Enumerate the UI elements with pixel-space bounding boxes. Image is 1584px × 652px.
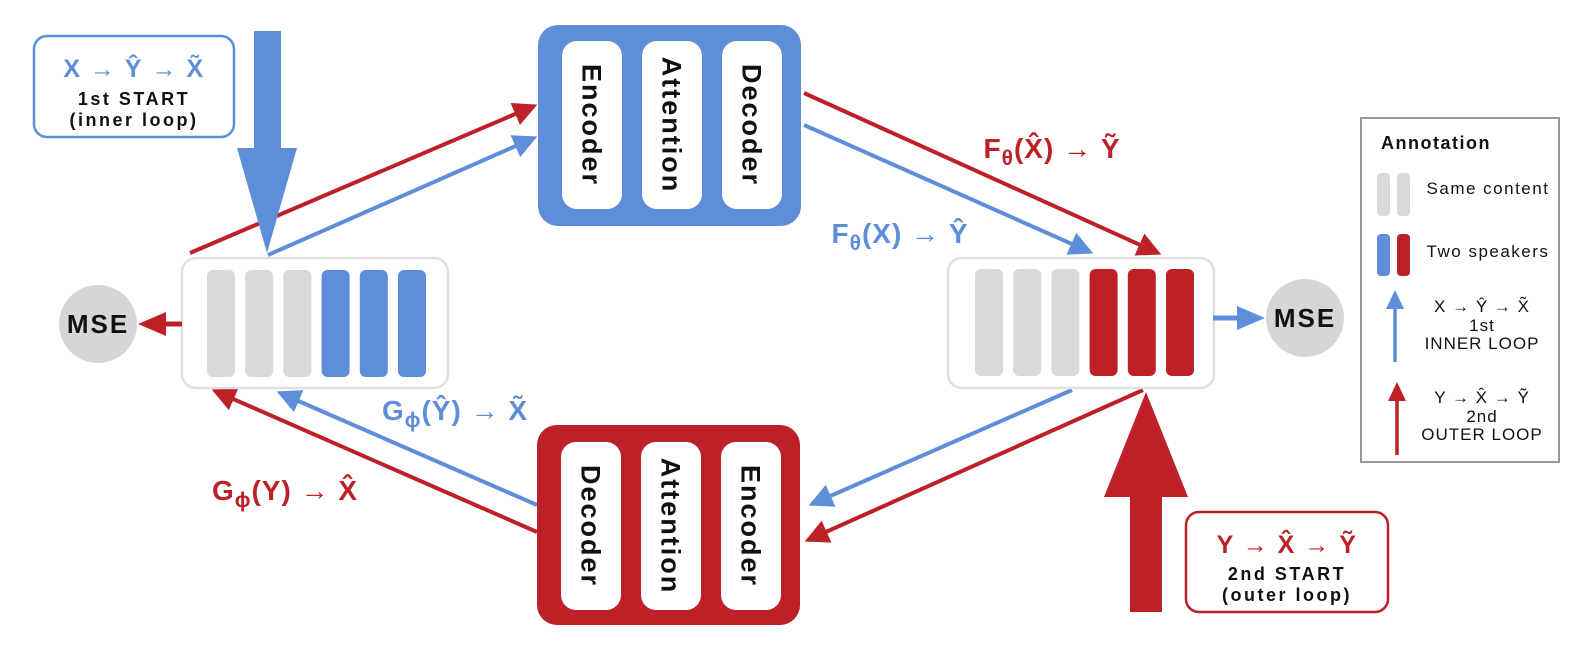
left-stack-bar-blue bbox=[398, 270, 426, 377]
top-decoder-module bbox=[722, 41, 782, 209]
bottom-decoder-label: Decoder bbox=[576, 465, 606, 587]
top-seq2seq-block: Encoder Attention Decoder bbox=[538, 25, 801, 226]
bottom-encoder-module bbox=[721, 442, 781, 610]
mse-left-label: MSE bbox=[67, 309, 129, 339]
bottom-encoder-label: Encoder bbox=[736, 465, 766, 587]
outer-loop-start-box: Y → X̂ → Ỹ 2nd START (outer loop) bbox=[1184, 510, 1390, 614]
legend-border bbox=[1360, 117, 1560, 463]
top-decoder-label: Decoder bbox=[737, 64, 767, 186]
mse-left-circle bbox=[59, 285, 137, 363]
outer-loop-arrow-leftstack-to-encoder bbox=[189, 102, 538, 255]
inner-loop-arrow-decoder-to-leftstack bbox=[276, 390, 538, 507]
mse-right-label: MSE bbox=[1274, 303, 1336, 333]
outer-start-box-border bbox=[1184, 510, 1390, 614]
left-stack-bar-gray bbox=[207, 270, 235, 377]
inner-start-title: 1st START bbox=[78, 89, 190, 109]
left-stack-bar-gray bbox=[245, 270, 274, 377]
right-stack-bar-gray bbox=[975, 269, 1003, 376]
legend-two-speakers-label: Two speakers bbox=[1427, 242, 1550, 261]
legend-inner-loop-sequence: X → Ŷ → X̃ bbox=[1434, 296, 1530, 316]
bottom-attention-module bbox=[641, 442, 701, 610]
inner-loop-start-arrow bbox=[237, 31, 297, 253]
top-encoder-label: Encoder bbox=[577, 64, 607, 186]
legend-outer-loop-name: OUTER LOOP bbox=[1421, 425, 1542, 444]
right-stack-bar-red bbox=[1127, 269, 1156, 376]
outer-loop-arrow-decoder-to-leftstack bbox=[211, 388, 538, 534]
bottom-attention-label: Attention bbox=[656, 458, 686, 594]
left-feature-stack-bars bbox=[207, 270, 426, 377]
bottom-decoder-module bbox=[561, 442, 621, 610]
legend-same-content-label: Same content bbox=[1427, 179, 1550, 198]
left-stack-bar-blue bbox=[359, 270, 388, 377]
right-stack-bar-gray bbox=[1013, 269, 1042, 376]
right-stack-bar-red bbox=[1089, 269, 1118, 376]
outer-start-sequence: Y → X̂ → Ỹ bbox=[1217, 529, 1358, 559]
legend: Annotation Same content Two speakers X →… bbox=[1360, 117, 1560, 463]
mse-left-arrow-head bbox=[138, 312, 166, 336]
g-phi-outer-label: Gϕ(Y) → X̂ bbox=[212, 474, 358, 512]
inner-loop-arrow-decoder-to-rightstack bbox=[803, 123, 1094, 255]
two-speakers-red-swatch-icon bbox=[1397, 234, 1410, 276]
legend-outer-loop-arrow-head bbox=[1388, 382, 1406, 401]
top-attention-label: Attention bbox=[657, 57, 687, 193]
top-attention-module bbox=[642, 41, 702, 209]
outer-start-title: 2nd START bbox=[1228, 564, 1346, 584]
right-stack-bar-gray bbox=[1051, 269, 1080, 376]
same-content-swatch-icon bbox=[1397, 173, 1410, 216]
left-stack-bar-blue bbox=[321, 270, 350, 377]
left-stack-bar-gray bbox=[283, 270, 312, 377]
same-content-swatch-icon bbox=[1377, 173, 1390, 216]
outer-loop-start-arrow bbox=[1104, 392, 1188, 612]
inner-start-sequence: X → Ŷ → X̃ bbox=[63, 53, 204, 83]
right-feature-stack-bars bbox=[975, 269, 1194, 376]
inner-start-box-border bbox=[32, 34, 236, 139]
mse-right-arrow-head bbox=[1237, 306, 1265, 330]
outer-loop-arrow-decoder-to-rightstack bbox=[803, 91, 1162, 256]
two-speakers-blue-swatch-icon bbox=[1377, 234, 1390, 276]
legend-outer-loop-order: 2nd bbox=[1466, 407, 1497, 426]
inner-start-subtitle: (inner loop) bbox=[70, 110, 199, 130]
legend-inner-loop-arrow-head bbox=[1386, 290, 1404, 309]
f-theta-outer-label: Fθ(X̂) → Ỹ bbox=[983, 132, 1120, 170]
legend-outer-loop-sequence: Y → X̂ → Ỹ bbox=[1434, 387, 1530, 407]
top-encoder-module bbox=[562, 41, 622, 209]
inner-loop-arrow-leftstack-to-encoder bbox=[267, 135, 538, 257]
g-phi-inner-label: Gϕ(Ŷ) → X̃ bbox=[382, 395, 528, 432]
right-stack-bar-red bbox=[1166, 269, 1194, 376]
inner-loop-start-box: X → Ŷ → X̃ 1st START (inner loop) bbox=[32, 34, 236, 139]
f-theta-inner-label: Fθ(X) → Ŷ bbox=[831, 218, 968, 255]
legend-inner-loop-name: INNER LOOP bbox=[1425, 334, 1540, 353]
bottom-seq2seq-block: Decoder Attention Encoder bbox=[537, 425, 800, 625]
outer-start-subtitle: (outer loop) bbox=[1222, 585, 1352, 605]
outer-loop-arrow-rightstack-to-encoder bbox=[804, 388, 1144, 543]
legend-title: Annotation bbox=[1381, 133, 1491, 153]
inner-loop-arrow-rightstack-to-encoder bbox=[808, 388, 1073, 507]
legend-inner-loop-order: 1st bbox=[1469, 316, 1495, 335]
mse-right-circle bbox=[1266, 279, 1344, 357]
